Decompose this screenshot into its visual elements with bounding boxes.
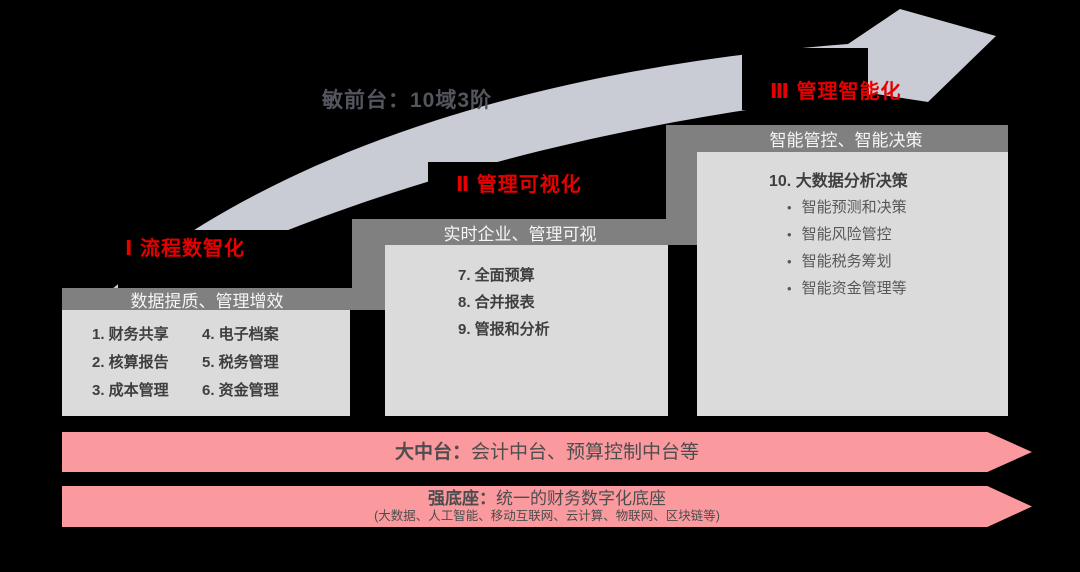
bullet-label: 智能税务筹划 <box>801 253 892 270</box>
bullet-item: • 智能预测和决策 <box>769 194 1008 221</box>
bullet-icon: • <box>787 200 792 215</box>
box3-header: 智能管控、智能决策 <box>666 125 1008 152</box>
bullet-item: • 智能风险管控 <box>769 221 1008 248</box>
foundation-banner-body: 统一的财务数字化底座 <box>496 489 666 508</box>
stage3-label-backdrop <box>742 48 868 110</box>
module-item: 5. 税务管理 <box>202 354 279 371</box>
box3-header-label: 智能管控、智能决策 <box>769 131 923 150</box>
box1-header-label: 数据提质、管理增效 <box>130 291 284 311</box>
bullet-label: 智能风险管控 <box>801 226 892 243</box>
box1-header: 数据提质、管理增效 <box>62 288 352 311</box>
box2-items: 7. 全面预算 8. 合并报表 9. 管报和分析 <box>385 245 668 343</box>
box3-content: 10. 大数据分析决策 • 智能预测和决策 • 智能风险管控 • 智能税务筹划 … <box>697 152 1008 302</box>
stage2-label-backdrop <box>428 162 690 219</box>
box2-header: 实时企业、管理可视 <box>352 219 668 245</box>
box3-body: 10. 大数据分析决策 • 智能预测和决策 • 智能风险管控 • 智能税务筹划 … <box>697 152 1008 416</box>
bullet-label: 智能资金管理等 <box>801 280 907 297</box>
foundation-banner: 强底座：统一的财务数字化底座 (大数据、人工智能、移动互联网、云计算、物联网、区… <box>62 486 1032 527</box>
stage1-label-backdrop <box>118 230 370 288</box>
foundation-banner-subtext: (大数据、人工智能、移动互联网、云计算、物联网、区块链等) <box>374 509 720 523</box>
box1-column1: 1. 财务共享 2. 核算报告 3. 成本管理 <box>92 321 202 405</box>
bullet-icon: • <box>787 281 792 296</box>
midplatform-banner-text: 大中台：会计中台、预算控制中台等 <box>395 443 699 462</box>
box2-body: 7. 全面预算 8. 合并报表 9. 管报和分析 <box>385 245 668 416</box>
module-item: 9. 管报和分析 <box>458 321 550 338</box>
module-item-lead: 10. 大数据分析决策 <box>769 173 908 190</box>
module-item: 4. 电子档案 <box>202 326 279 343</box>
foundation-banner-prefix: 强底座： <box>428 489 496 508</box>
stage2-label: Ⅱ 管理可视化 <box>456 174 582 196</box>
stage3-label: Ⅲ 管理智能化 <box>770 81 902 103</box>
box1-body: 1. 财务共享 2. 核算报告 3. 成本管理 4. 电子档案 5. 税务管理 … <box>62 310 350 416</box>
front-office-label: 敏前台：10域3阶 <box>322 89 493 112</box>
module-item: 2. 核算报告 <box>92 354 169 371</box>
box1-column2: 4. 电子档案 5. 税务管理 6. 资金管理 <box>202 321 279 405</box>
bullet-icon: • <box>787 254 792 269</box>
midplatform-banner: 大中台：会计中台、预算控制中台等 <box>62 432 1032 472</box>
bullet-item: • 智能资金管理等 <box>769 275 1008 302</box>
module-item: 3. 成本管理 <box>92 382 169 399</box>
bullet-item: • 智能税务筹划 <box>769 248 1008 275</box>
module-item: 1. 财务共享 <box>92 326 169 343</box>
box2-header-label: 实时企业、管理可视 <box>443 224 597 244</box>
module-item: 6. 资金管理 <box>202 382 279 399</box>
bullet-icon: • <box>787 227 792 242</box>
midplatform-banner-prefix: 大中台： <box>394 441 471 463</box>
stage1-label: Ⅰ 流程数智化 <box>125 238 245 260</box>
module-item: 8. 合并报表 <box>458 294 535 311</box>
module-item: 7. 全面预算 <box>458 267 535 284</box>
midplatform-banner-body: 会计中台、预算控制中台等 <box>471 441 700 463</box>
foundation-banner-text: 强底座：统一的财务数字化底座 <box>428 489 666 508</box>
bullet-label: 智能预测和决策 <box>801 199 907 216</box>
